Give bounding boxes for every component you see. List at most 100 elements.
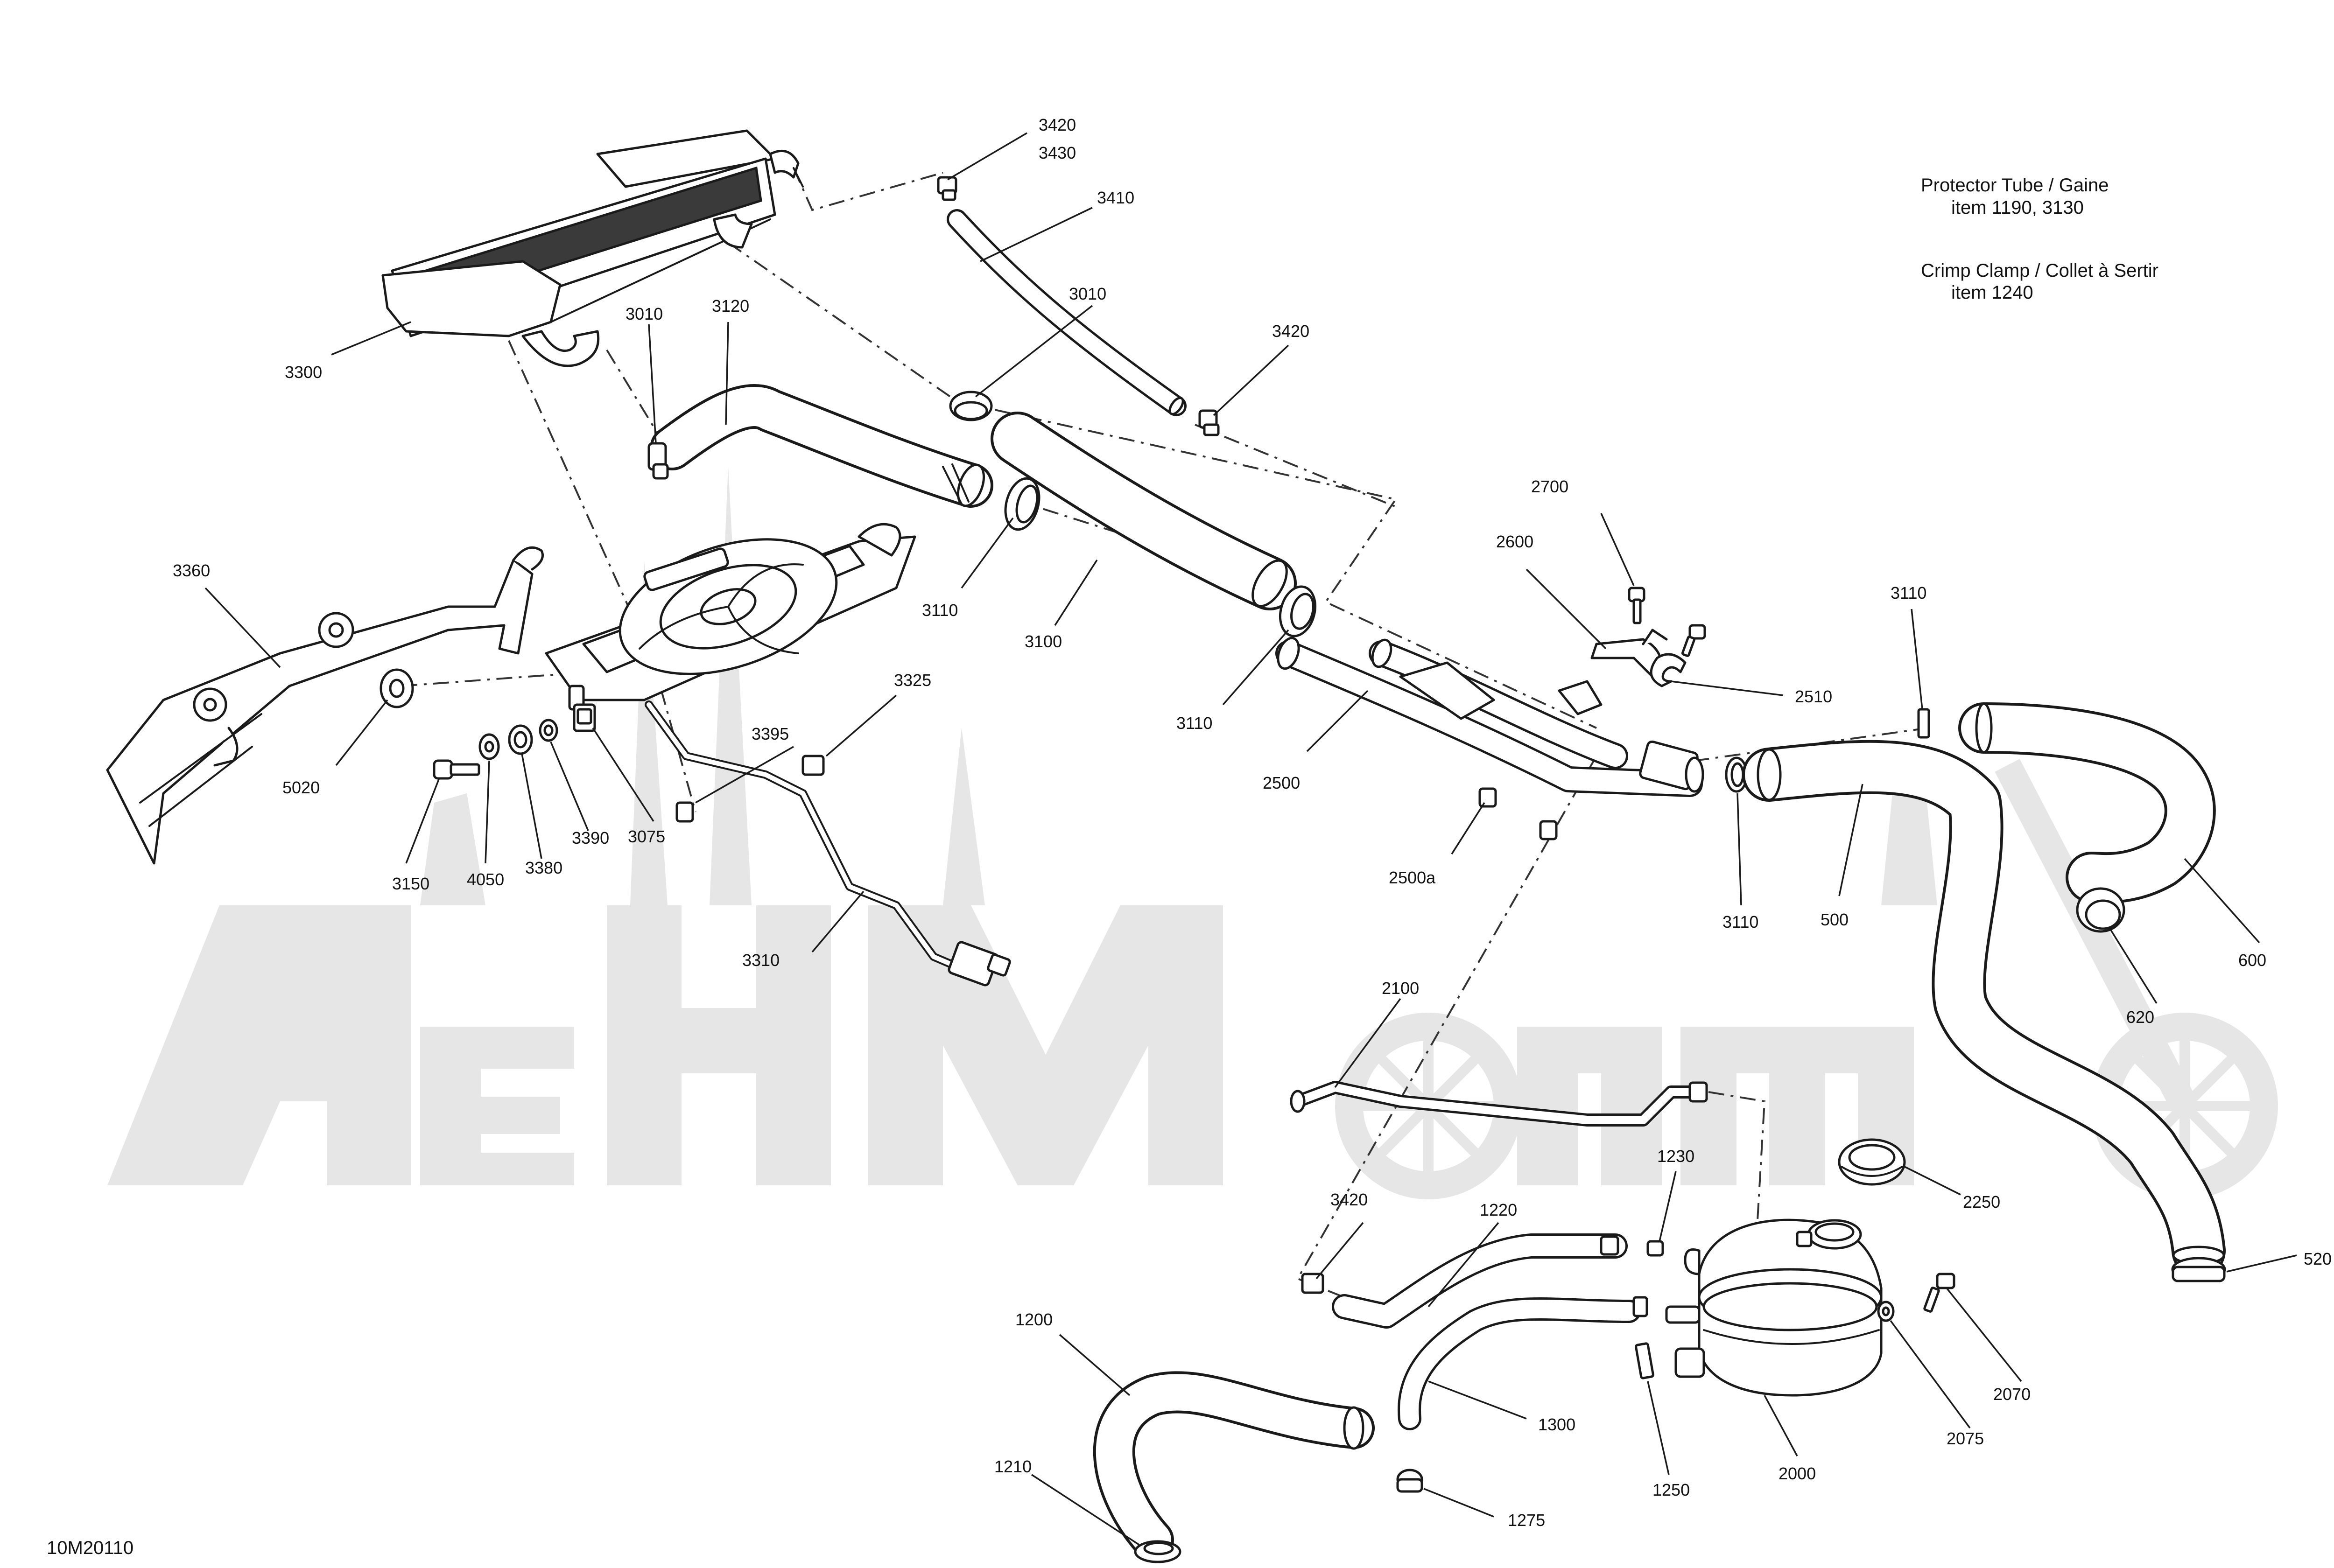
diagram-code: 10M20110 xyxy=(47,1538,134,1558)
callout-2075: 2075 xyxy=(1947,1429,1984,1448)
clamp-620 xyxy=(2076,887,2125,933)
callout-3395: 3395 xyxy=(752,724,789,743)
callout-2500: 2500 xyxy=(1263,773,1300,792)
bolt-3150 xyxy=(433,759,480,780)
hose-3120 xyxy=(650,384,993,508)
callout-1210: 1210 xyxy=(994,1457,1032,1476)
note-protector-tube: Protector Tube / Gaine xyxy=(1921,175,2109,196)
callout-5020: 5020 xyxy=(282,778,320,797)
callout-2600: 2600 xyxy=(1496,532,1533,551)
clamp-1240 xyxy=(1632,1296,1648,1317)
bracket-3360 xyxy=(106,546,544,865)
hose-500 xyxy=(1742,740,2226,1278)
clamp-3110-ring-b xyxy=(1279,585,1316,637)
hose-600 xyxy=(1958,702,2216,904)
callout-2100: 2100 xyxy=(1382,979,1419,998)
nut-clip-3075 xyxy=(573,703,596,732)
notes: Protector Tube / Gaine item 1190, 3130 C… xyxy=(1921,175,2158,303)
callout-2070: 2070 xyxy=(1993,1385,2031,1404)
callout-3380: 3380 xyxy=(525,858,562,877)
callout-1250: 1250 xyxy=(1652,1480,1690,1499)
clamp-1210 xyxy=(1134,1540,1181,1563)
callout-3110-a: 3110 xyxy=(922,601,958,620)
callout-3420-top: 3420 xyxy=(1039,115,1076,134)
callout-3420-mid: 3420 xyxy=(1272,322,1309,341)
clip-1250 xyxy=(1635,1342,1654,1379)
cap-2250 xyxy=(1838,1138,1906,1186)
clamp-3110-ring-a xyxy=(1004,477,1040,531)
clamp-2510 xyxy=(1650,653,1687,687)
callout-3100: 3100 xyxy=(1025,632,1062,651)
note-crimp-items: item 1240 xyxy=(1951,282,2033,303)
callout-1200: 1200 xyxy=(1015,1310,1053,1329)
callout-1300: 1300 xyxy=(1538,1415,1575,1434)
clamp-3420-top xyxy=(937,176,957,201)
note-crimp-clamp: Crimp Clamp / Collet à Sertir xyxy=(1921,260,2158,281)
callout-520: 520 xyxy=(2304,1249,2332,1268)
washer-2075 xyxy=(1877,1301,1895,1322)
clip-2500a xyxy=(1478,787,1558,840)
callout-3110-right: 3110 xyxy=(1722,912,1758,931)
callout-620: 620 xyxy=(2126,1008,2154,1027)
callout-3390: 3390 xyxy=(572,828,609,847)
hose-3410 xyxy=(947,209,1187,416)
callout-2250: 2250 xyxy=(1963,1192,2000,1211)
callout-3410: 3410 xyxy=(1097,188,1134,207)
note-protector-items: item 1190, 3130 xyxy=(1951,197,2084,218)
clamp-3420-mid xyxy=(1198,409,1220,436)
callout-3325: 3325 xyxy=(894,671,931,690)
radiator-3300 xyxy=(381,129,804,367)
callout-3150: 3150 xyxy=(392,874,429,893)
coolant-tank-2000 xyxy=(1665,1218,1883,1397)
hose-1200 xyxy=(1093,1371,1375,1561)
callout-3310: 3310 xyxy=(742,951,780,970)
fan-assembly xyxy=(545,523,916,711)
clamp-3010-ring xyxy=(949,391,993,421)
callout-2000: 2000 xyxy=(1779,1464,1816,1483)
screw-3395 xyxy=(675,801,694,823)
washer-5020 xyxy=(380,668,414,708)
hose-1220 xyxy=(1332,1233,1628,1329)
clip-3325 xyxy=(801,755,825,776)
clamp-1230 xyxy=(1646,1240,1664,1257)
callout-3430: 3430 xyxy=(1039,143,1076,162)
callout-3300: 3300 xyxy=(285,363,322,382)
callout-500: 500 xyxy=(1821,910,1849,929)
hose-3100 xyxy=(991,412,1297,610)
clamp-520 xyxy=(2171,1257,2226,1282)
callout-2500a: 2500a xyxy=(1389,868,1436,887)
grommet-3380 xyxy=(508,724,533,755)
spacer-3390 xyxy=(539,719,558,742)
washer-4050 xyxy=(478,733,500,760)
callout-3110-b: 3110 xyxy=(1176,714,1212,733)
sleeve-3110-right xyxy=(1917,708,1930,739)
callout-labels: 3420 3430 3410 3010 3010 3120 3300 3420 … xyxy=(173,115,2332,1530)
harness-3310 xyxy=(645,700,1011,987)
callout-4050: 4050 xyxy=(467,870,504,889)
clamp-3110-ring-c xyxy=(1725,756,1748,793)
callout-1230: 1230 xyxy=(1657,1147,1694,1166)
hose-1300 xyxy=(1398,1297,1641,1430)
bolt-2700 xyxy=(1628,587,1645,624)
callout-2510: 2510 xyxy=(1795,687,1832,706)
callout-2700: 2700 xyxy=(1531,477,1568,496)
callout-600: 600 xyxy=(2238,951,2266,970)
clamp-3420-bottom xyxy=(1301,1273,1324,1294)
callout-3360: 3360 xyxy=(173,561,210,580)
callout-1275: 1275 xyxy=(1508,1511,1545,1530)
callout-3010-right: 3010 xyxy=(1069,284,1106,303)
pipe-2500 xyxy=(1275,637,1704,797)
callout-3110-right-top: 3110 xyxy=(1891,583,1926,602)
callout-3120: 3120 xyxy=(712,296,749,315)
clamp-3010-left xyxy=(647,442,669,480)
callout-3420-bottom: 3420 xyxy=(1330,1190,1368,1209)
callout-3010-left: 3010 xyxy=(626,304,663,323)
watermark-logo xyxy=(107,467,2278,1199)
callout-1220: 1220 xyxy=(1480,1200,1517,1219)
callout-3075: 3075 xyxy=(628,827,665,846)
bolt-2510-top xyxy=(1681,624,1706,657)
bolt-2070 xyxy=(1923,1273,1955,1313)
clamp-1275 xyxy=(1396,1469,1423,1493)
leader-lines xyxy=(204,132,2297,1546)
